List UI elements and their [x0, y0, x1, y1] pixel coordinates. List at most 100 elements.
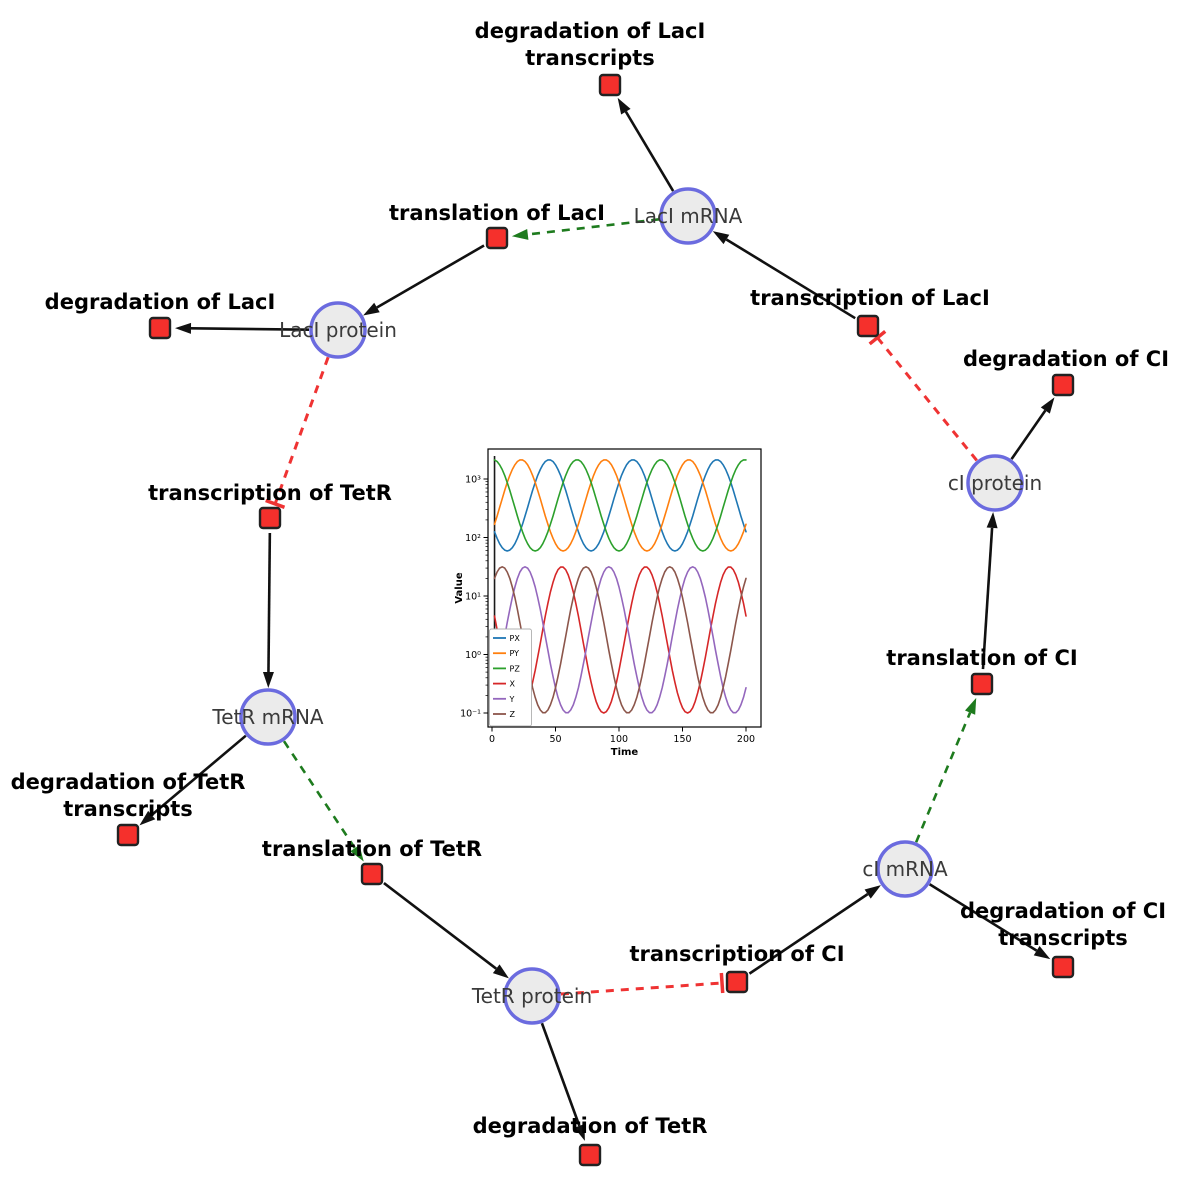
x-tick-label: 200	[737, 734, 755, 745]
species-circle	[503, 967, 561, 1025]
modifier-edge-line	[282, 740, 356, 849]
reaction-square	[578, 1143, 602, 1167]
species-circle	[876, 840, 934, 898]
edge-ci_protein-to-deg_ci	[1010, 397, 1055, 460]
arrowhead	[617, 97, 631, 115]
edge-laci_mrna-to-deg_laci_tx	[617, 97, 675, 192]
inhibition-edge-line	[273, 356, 330, 505]
legend-label-PX: PX	[510, 634, 521, 643]
reaction-square	[1051, 373, 1075, 397]
arrowhead	[492, 964, 509, 979]
reaction-label: degradation of TetR	[11, 770, 246, 794]
edge-ci_mrna-to-translation_ci	[914, 697, 977, 843]
reaction-label: degradation of LacI	[45, 290, 276, 314]
reaction-node-translation_ci: translation of CI	[886, 646, 1078, 696]
reaction-square	[485, 226, 509, 250]
species-node-ci_mrna: cI mRNA	[862, 840, 948, 898]
edge-laci_mrna-to-translation_laci	[511, 218, 660, 240]
species-node-tetr_mrna: TetR mRNA	[211, 688, 324, 746]
reaction-node-deg_laci: degradation of LacI	[45, 290, 276, 340]
legend-label-X: X	[510, 680, 516, 689]
reaction-node-transcription_laci: transcription of LacI	[750, 286, 990, 338]
x-axis-title: Time	[611, 747, 639, 758]
edge-tetr_mrna-to-deg_tetr_tx	[139, 734, 247, 826]
solid-edge-line	[190, 327, 310, 331]
chart-series-PZ	[493, 459, 747, 552]
solid-edge-line	[150, 734, 247, 817]
species-node-ci_protein: cI protein	[948, 454, 1042, 512]
reaction-square	[725, 970, 749, 994]
reaction-label: degradation of CI	[960, 899, 1166, 923]
species-circle	[966, 454, 1024, 512]
arrowhead	[965, 697, 977, 715]
solid-edge-line	[1010, 409, 1047, 460]
x-tick-label: 150	[673, 734, 691, 745]
solid-edge-line	[624, 110, 675, 192]
arrowhead	[986, 511, 998, 529]
reaction-node-translation_laci: translation of LacI	[389, 201, 605, 250]
reaction-label: transcripts	[63, 797, 193, 821]
solid-edge-line	[383, 882, 498, 970]
x-tick-label: 0	[489, 734, 495, 745]
species-circle	[659, 187, 717, 245]
reaction-node-deg_ci: degradation of CI	[963, 347, 1169, 397]
species-label: TetR mRNA	[211, 705, 324, 729]
y-tick-label: 10¹	[465, 592, 481, 603]
reaction-square	[116, 823, 140, 847]
y-tick-label: 10²	[465, 533, 481, 544]
edges-layer	[139, 97, 1055, 1141]
y-tick-label: 10³	[465, 475, 481, 486]
reaction-node-deg_tetr: degradation of TetR	[473, 1114, 707, 1167]
solid-edge-line	[267, 532, 272, 673]
legend-label-PZ: PZ	[510, 664, 521, 673]
edge-transcription_laci-to-laci_mrna	[712, 231, 856, 320]
solid-edge-line	[376, 244, 485, 309]
edge-laci_protein-to-transcription_tetr	[265, 356, 330, 509]
reaction-node-transcription_ci: transcription of CI	[629, 942, 845, 994]
inhibition-edge-line	[560, 981, 723, 996]
solid-edge-line	[981, 527, 994, 670]
x-tick-label: 100	[610, 734, 628, 745]
species-label: LacI protein	[279, 318, 397, 342]
edge-transcription_tetr-to-tetr_mrna	[262, 532, 274, 689]
species-node-laci_mrna: LacI mRNA	[634, 187, 743, 245]
arrowhead	[1040, 397, 1055, 414]
reaction-label: translation of LacI	[389, 201, 605, 225]
reaction-label: transcription of LacI	[750, 286, 990, 310]
reaction-square	[598, 73, 622, 97]
reaction-square	[258, 506, 282, 530]
edge-ci_mrna-to-deg_ci_tx	[928, 883, 1051, 960]
chart-series-Z	[493, 565, 747, 714]
legend-label-Z: Z	[510, 710, 516, 719]
arrowhead	[574, 1123, 585, 1141]
arrowhead	[139, 810, 156, 826]
edge-translation_tetr-to-tetr_protein	[383, 882, 509, 979]
edge-transcription_ci-to-ci_mrna	[748, 885, 881, 975]
modifier-edge-line	[527, 218, 660, 236]
species-circle	[309, 301, 367, 359]
reaction-label: transcription of CI	[629, 942, 844, 966]
chart-series-X	[493, 566, 747, 714]
species-label: cI protein	[948, 471, 1042, 495]
chart-series-Y	[493, 565, 747, 714]
chart-series-PY	[493, 459, 747, 552]
reaction-label: degradation of LacI	[475, 19, 706, 43]
species-label: TetR protein	[471, 984, 592, 1008]
legend-label-PY: PY	[510, 649, 520, 658]
edge-translation_laci-to-laci_protein	[363, 244, 485, 316]
reaction-label: translation of CI	[886, 646, 1077, 670]
edge-translation_ci-to-ci_protein	[981, 511, 998, 670]
arrowhead	[262, 671, 274, 689]
reaction-label: degradation of CI	[963, 347, 1169, 371]
inhibition-edge-line	[876, 336, 978, 462]
reaction-layer: degradation of LacItranscriptstranslatio…	[11, 19, 1169, 1167]
species-node-laci_protein: LacI protein	[279, 301, 397, 359]
reaction-node-transcription_tetr: transcription of TetR	[148, 481, 392, 530]
